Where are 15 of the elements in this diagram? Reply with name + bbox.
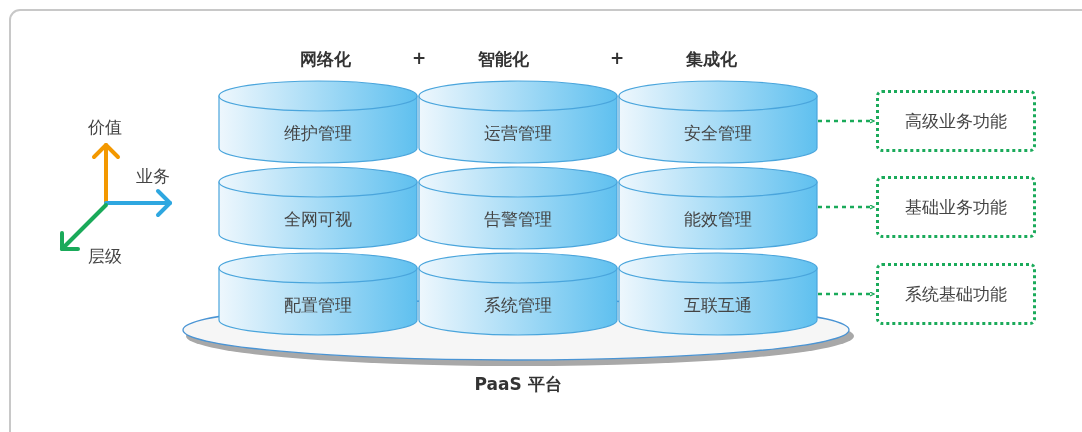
dashed-arrow [818, 204, 875, 210]
axis-label: 业务 [136, 165, 170, 188]
axis-label: 层级 [88, 245, 122, 268]
function-box: 基础业务功能 [876, 176, 1036, 238]
function-box: 系统基础功能 [876, 263, 1036, 325]
plus-sign: + [412, 48, 427, 68]
platform-label: PaaS 平台 [474, 373, 562, 396]
axis-label: 价值 [88, 116, 122, 139]
plus-sign: + [610, 48, 625, 68]
header-label: 智能化 [478, 48, 529, 71]
function-box: 高级业务功能 [876, 90, 1036, 152]
header-label: 网络化 [300, 48, 351, 71]
dashed-arrow [818, 118, 875, 124]
dashed-arrow [818, 291, 875, 297]
header-label: 集成化 [686, 48, 737, 71]
